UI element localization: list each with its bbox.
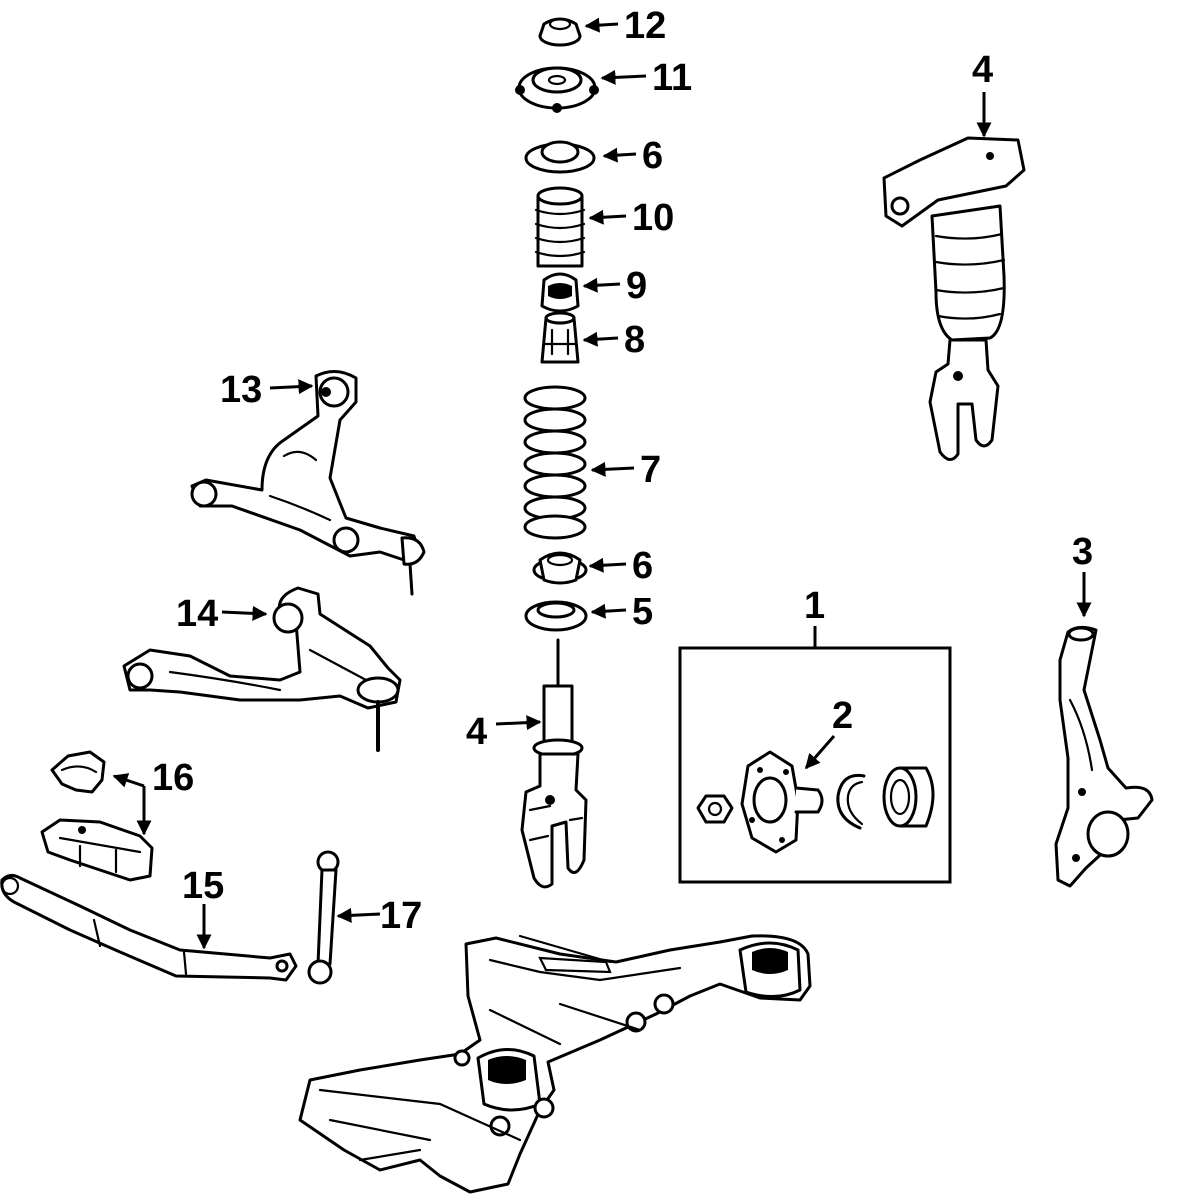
part-8-bumper-retainer <box>540 311 580 364</box>
part-16-stabilizer-bracket <box>40 750 154 882</box>
callout-8: 8 <box>624 319 645 361</box>
leader-14 <box>221 605 268 621</box>
part-1-hub-bearing-kit <box>678 626 952 884</box>
part-snap-ring <box>836 773 866 830</box>
callout-17: 17 <box>380 895 422 937</box>
part-3-steering-knuckle <box>1054 625 1154 888</box>
leader-11 <box>600 69 647 85</box>
callout-2: 2 <box>832 695 853 737</box>
front-subframe-crossmember <box>298 934 812 1194</box>
leader-6-bottom <box>588 557 627 573</box>
callout-16: 16 <box>152 757 194 799</box>
callout-3: 3 <box>1072 531 1093 573</box>
callout-6-bottom: 6 <box>632 545 653 587</box>
leader-13 <box>269 379 314 395</box>
part-9-jounce-bumper <box>540 272 580 313</box>
callout-4-top: 4 <box>972 49 993 91</box>
part-5-spring-insulator <box>524 600 588 632</box>
part-hub-nut <box>696 794 734 824</box>
leader-8 <box>582 331 619 347</box>
leader-9 <box>582 277 621 293</box>
callout-12: 12 <box>624 5 666 47</box>
leader-4-strut <box>495 715 542 731</box>
part-14-upper-control-arm <box>122 586 402 752</box>
callout-9: 9 <box>626 265 647 307</box>
callout-7: 7 <box>640 449 661 491</box>
callout-4-strut: 4 <box>466 711 487 753</box>
callout-11: 11 <box>652 57 692 99</box>
callout-5: 5 <box>632 591 653 633</box>
leader-17 <box>336 907 381 923</box>
leader-12 <box>584 17 619 33</box>
leader-5 <box>590 603 627 619</box>
part-7-coil-spring <box>523 385 587 540</box>
part-17-stabilizer-link <box>307 850 340 985</box>
part-12-mount-cap <box>538 17 582 47</box>
part-wheel-bearing <box>882 766 935 828</box>
leader-2 <box>804 735 836 770</box>
leader-6-top <box>602 147 637 163</box>
part-4-air-strut-assembly <box>882 136 1026 461</box>
part-13-lower-control-arm <box>190 370 426 596</box>
part-15-stabilizer-bar <box>0 873 298 982</box>
part-4-strut-assembly <box>520 638 588 889</box>
callout-1: 1 <box>804 585 825 627</box>
callout-10: 10 <box>632 197 674 239</box>
part-10-dust-boot <box>534 186 586 268</box>
callout-13: 13 <box>220 369 262 411</box>
part-2-wheel-hub <box>740 750 824 854</box>
part-11-strut-mount <box>515 66 599 113</box>
leader-10 <box>588 209 627 225</box>
leader-16-a <box>112 773 145 788</box>
callout-14: 14 <box>176 593 218 635</box>
leader-7 <box>590 461 635 477</box>
part-6-upper-spring-seat <box>524 140 596 174</box>
part-6-lower-spring-seat <box>532 551 588 585</box>
callout-15: 15 <box>182 865 224 907</box>
callout-6-top: 6 <box>642 135 663 177</box>
